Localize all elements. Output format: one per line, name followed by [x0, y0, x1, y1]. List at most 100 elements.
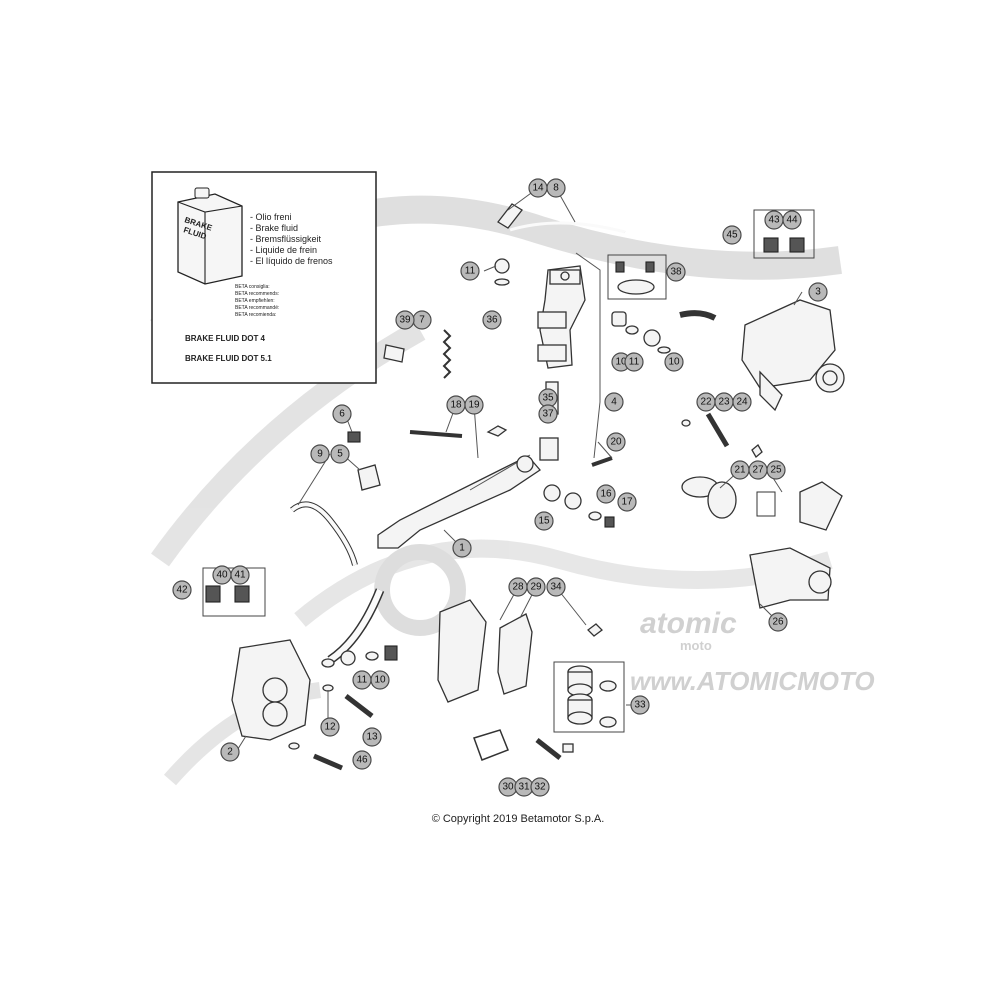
callout-circle: [782, 210, 802, 230]
callout-number: 41: [234, 570, 246, 581]
callout-circle: [352, 670, 372, 690]
callout-16: 16: [596, 484, 616, 504]
callout-39: 39: [395, 310, 415, 330]
callout-circle: [464, 395, 484, 415]
callout-number: 5: [337, 449, 343, 460]
callout-number: 23: [718, 397, 730, 408]
callout-number: 43: [768, 215, 780, 226]
fluid-name-1: - Brake fluid: [250, 223, 298, 233]
callout-11: 11: [352, 670, 372, 690]
callout-number: 17: [621, 497, 633, 508]
callout-number: 11: [629, 357, 640, 368]
fluid-name-0: - Olio freni: [250, 212, 292, 222]
callout-number: 4: [611, 397, 617, 408]
callout-28: 28: [508, 577, 528, 597]
callout-37: 37: [538, 404, 558, 424]
callout-number: 39: [399, 315, 411, 326]
fluid-name-2: - Bremsflüssigkeit: [250, 234, 322, 244]
callout-24: 24: [732, 392, 752, 412]
callout-circle: [332, 404, 352, 424]
bushings-and-washers: [543, 456, 615, 528]
callout-23: 23: [714, 392, 734, 412]
callout-circle: [362, 727, 382, 747]
callout-25: 25: [766, 460, 786, 480]
callout-number: 34: [550, 582, 562, 593]
recommend-3: BETA recommandé:: [235, 305, 279, 311]
callout-circle: [172, 580, 192, 600]
callout-number: 42: [176, 585, 188, 596]
callout-7: 7: [412, 310, 432, 330]
callout-43: 43: [764, 210, 784, 230]
callout-number: 3: [815, 287, 821, 298]
callout-5: 5: [330, 444, 350, 464]
callout-21: 21: [730, 460, 750, 480]
callout-circle: [732, 392, 752, 412]
rear-pins-pads: [681, 412, 843, 531]
callout-6: 6: [332, 404, 352, 424]
callout-circle: [617, 492, 637, 512]
callout-number: 30: [502, 782, 514, 793]
callout-number: 10: [374, 675, 386, 686]
callout-12: 12: [320, 717, 340, 737]
callout-circle: [528, 178, 548, 198]
callout-circle: [538, 404, 558, 424]
callout-circle: [808, 282, 828, 302]
callout-15: 15: [534, 511, 554, 531]
callout-36: 36: [482, 310, 502, 330]
callout-41: 41: [230, 565, 250, 585]
callout-number: 28: [512, 582, 524, 593]
callout-20: 20: [606, 432, 626, 452]
callout-46: 46: [352, 750, 372, 770]
callout-11: 11: [460, 261, 480, 281]
callout-circle: [722, 225, 742, 245]
front-pistons: [553, 661, 625, 733]
callout-number: 22: [700, 397, 712, 408]
callout-31: 31: [514, 777, 534, 797]
callout-number: 36: [486, 315, 498, 326]
callout-44: 44: [782, 210, 802, 230]
callout-45: 45: [722, 225, 742, 245]
callout-3: 3: [808, 282, 828, 302]
callout-circle: [630, 695, 650, 715]
callout-number: 1: [459, 543, 465, 554]
callout-38: 38: [666, 262, 686, 282]
callout-number: 13: [366, 732, 378, 743]
rear-caliper-bracket: [749, 547, 832, 609]
callout-number: 26: [772, 617, 784, 628]
callout-circle: [606, 432, 626, 452]
callout-32: 32: [530, 777, 550, 797]
callout-circle: [596, 484, 616, 504]
callout-35: 35: [538, 388, 558, 408]
callout-circle: [320, 717, 340, 737]
callout-40: 40: [212, 565, 232, 585]
callout-circle: [666, 262, 686, 282]
callout-number: 18: [450, 400, 462, 411]
callout-circle: [395, 310, 415, 330]
callout-circle: [452, 538, 472, 558]
fluid-name-4: - El líquido de frenos: [250, 256, 333, 266]
callout-30: 30: [498, 777, 518, 797]
callout-number: 24: [736, 397, 748, 408]
callout-circle: [748, 460, 768, 480]
callout-number: 20: [610, 437, 622, 448]
watermark-url: www.ATOMICMOTO: [630, 666, 875, 696]
callout-number: 31: [518, 782, 530, 793]
callout-10: 10: [370, 670, 390, 690]
fluid-spec-1: BRAKE FLUID DOT 5.1: [185, 354, 272, 363]
callout-22: 22: [696, 392, 716, 412]
rear-caliper: [679, 299, 845, 412]
callout-number: 11: [465, 266, 476, 277]
callout-number: 16: [600, 489, 612, 500]
callout-number: 29: [530, 582, 542, 593]
callout-number: 45: [726, 230, 738, 241]
callout-circle: [230, 565, 250, 585]
callout-circle: [352, 750, 372, 770]
callout-circle: [534, 511, 554, 531]
callout-number: 15: [538, 516, 550, 527]
callout-number: 2: [227, 747, 233, 758]
callout-number: 35: [542, 393, 554, 404]
watermark-sub: moto: [680, 638, 712, 653]
callout-circle: [530, 777, 550, 797]
callout-circle: [664, 352, 684, 372]
callout-number: 10: [668, 357, 680, 368]
